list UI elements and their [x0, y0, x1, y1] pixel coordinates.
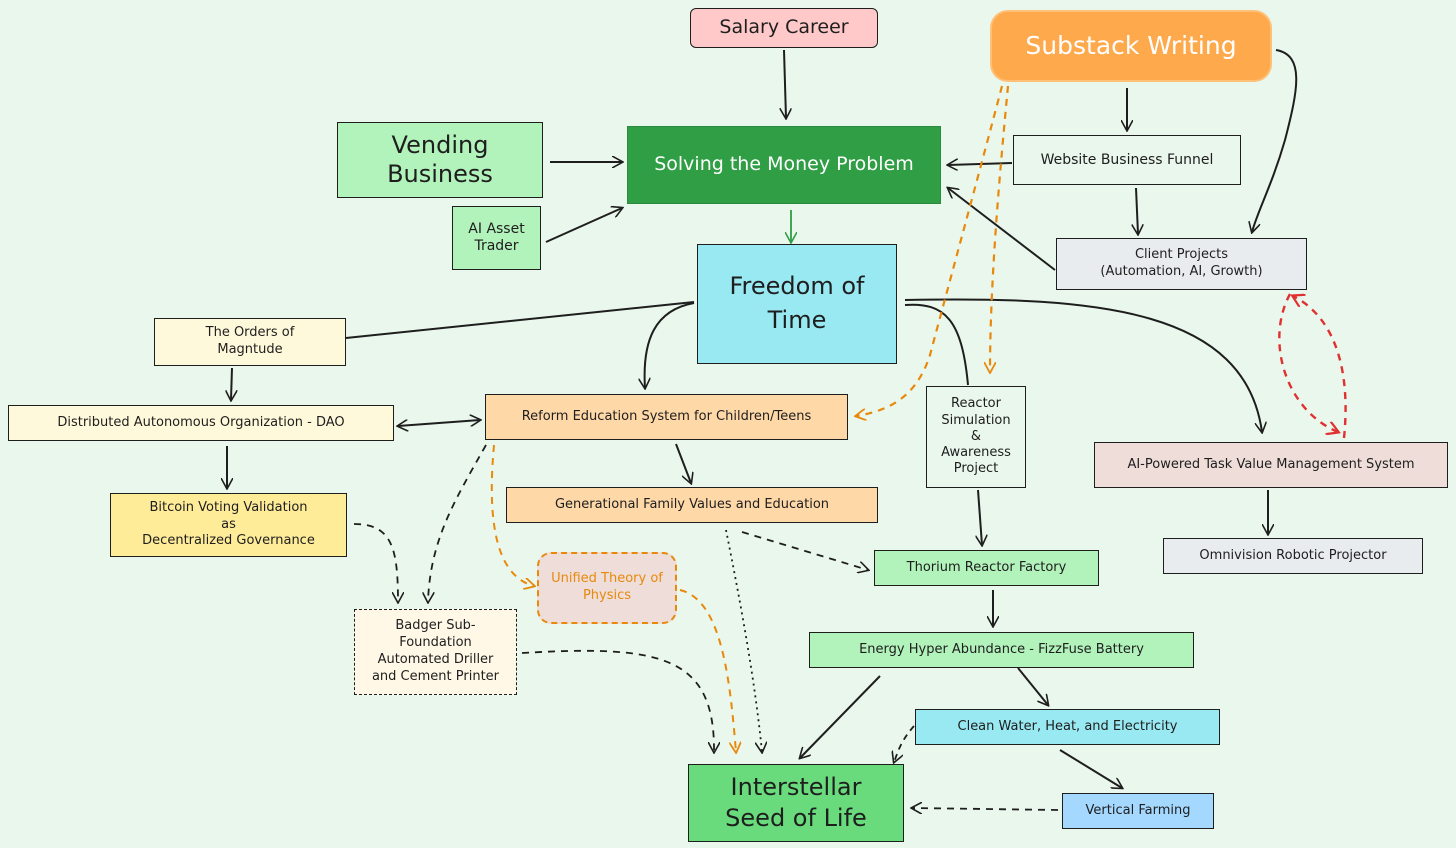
- arrow-client-task-loop: [1278, 293, 1338, 432]
- arrow-substack-to-reactor: [990, 85, 1010, 372]
- arrow-salary-to-money: [784, 49, 786, 118]
- node-unified-theory[interactable]: Unified Theory of Physics: [537, 552, 677, 624]
- node-client-projects[interactable]: Client Projects (Automation, AI, Growth): [1056, 238, 1307, 290]
- line-freedom-to-orders: [345, 301, 695, 339]
- node-thorium-factory[interactable]: Thorium Reactor Factory: [874, 550, 1099, 586]
- arrow-reform-to-generational: [675, 443, 691, 483]
- arrow-reform-to-badger: [428, 444, 487, 602]
- arrow-substack-to-client: [1252, 49, 1298, 232]
- node-reform-education[interactable]: Reform Education System for Children/Tee…: [485, 394, 848, 440]
- arrow-reform-to-unified: [490, 444, 534, 586]
- arrow-client-to-money: [948, 188, 1056, 271]
- arrow-dao-reform: [398, 420, 480, 426]
- arrow-energy-to-water: [1017, 667, 1048, 705]
- arrow-energy-to-interstellar: [800, 675, 881, 758]
- node-ai-task-value[interactable]: AI-Powered Task Value Management System: [1094, 442, 1448, 488]
- node-salary-career[interactable]: Salary Career: [690, 8, 878, 48]
- arrow-bitcoin-to-badger: [353, 523, 398, 602]
- arrow-freedom-to-task: [904, 298, 1262, 432]
- line-freedom-to-reactor: [904, 303, 969, 386]
- node-money-problem[interactable]: Solving the Money Problem: [627, 126, 941, 204]
- arrow-website-to-client: [1136, 187, 1138, 234]
- arrow-task-client-loop: [1293, 296, 1347, 439]
- arrow-orders-to-dao: [231, 367, 232, 400]
- node-clean-water[interactable]: Clean Water, Heat, and Electricity: [915, 709, 1220, 745]
- arrow-water-to-interstellar: [894, 725, 915, 762]
- node-orders-of-magnitude[interactable]: The Orders of Magntude: [154, 318, 346, 366]
- node-bitcoin-voting[interactable]: Bitcoin Voting Validation as Decentraliz…: [110, 493, 347, 557]
- arrow-reactor-to-thorium: [978, 489, 982, 545]
- node-energy-abundance[interactable]: Energy Hyper Abundance - FizzFuse Batter…: [809, 632, 1194, 668]
- arrow-badger-to-interstellar: [521, 649, 714, 752]
- arrow-freedom-to-reform: [645, 302, 695, 388]
- node-interstellar-seed[interactable]: Interstellar Seed of Life: [688, 764, 904, 842]
- arrow-generational-to-interstellar: [725, 529, 762, 752]
- node-generational-values[interactable]: Generational Family Values and Education: [506, 487, 878, 523]
- arrow-farming-to-interstellar: [912, 808, 1059, 810]
- node-freedom-of-time[interactable]: Freedom of Time: [697, 244, 897, 364]
- node-website-funnel[interactable]: Website Business Funnel: [1013, 135, 1241, 185]
- node-dao[interactable]: Distributed Autonomous Organization - DA…: [8, 405, 394, 441]
- arrow-substack-to-reform: [856, 85, 1004, 416]
- arrow-water-to-farming: [1059, 749, 1122, 788]
- arrow-unified-to-interstellar: [679, 589, 736, 752]
- arrow-website-to-money: [948, 163, 1013, 165]
- node-omnivision[interactable]: Omnivision Robotic Projector: [1163, 538, 1423, 574]
- node-vending-business[interactable]: Vending Business: [337, 122, 543, 198]
- node-badger[interactable]: Badger Sub- Foundation Automated Driller…: [354, 609, 517, 695]
- arrow-generational-to-thorium: [741, 531, 868, 570]
- node-vertical-farming[interactable]: Vertical Farming: [1062, 793, 1214, 829]
- node-substack-writing[interactable]: Substack Writing: [992, 12, 1270, 80]
- node-reactor-simulation[interactable]: Reactor Simulation & Awareness Project: [926, 386, 1026, 488]
- node-ai-asset-trader[interactable]: AI Asset Trader: [452, 206, 541, 270]
- arrow-trader-to-money: [545, 208, 622, 243]
